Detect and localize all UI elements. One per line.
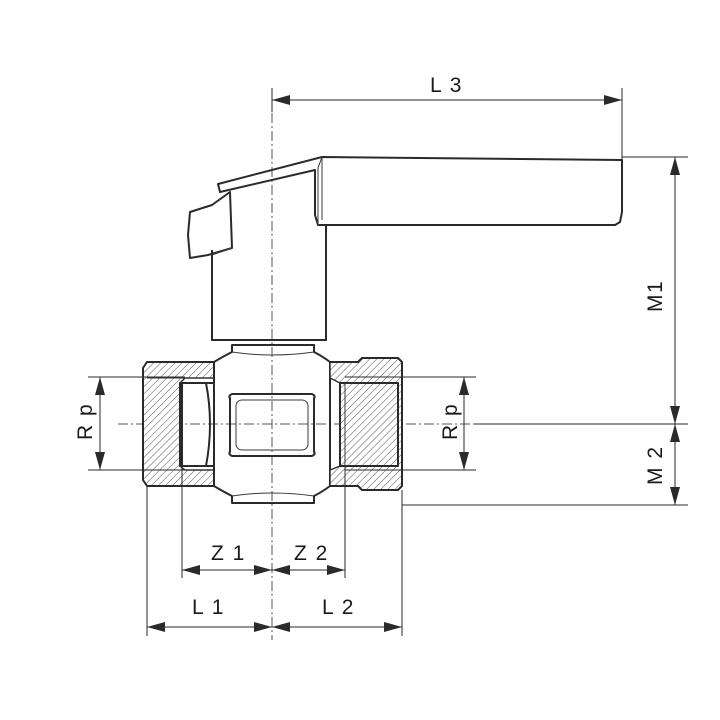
- dimension-l1-l2: L 1 L 2: [146, 486, 403, 636]
- dimension-rp-left: R p: [74, 376, 185, 471]
- dimension-rp-right: R p: [345, 376, 476, 471]
- label-rp-right: R p: [439, 403, 462, 440]
- valve-handle: [187, 156, 623, 341]
- dimension-z1-z2: Z 1 Z 2: [181, 466, 346, 578]
- dimension-l3: L 3: [271, 74, 623, 160]
- label-z1: Z 1: [211, 542, 246, 565]
- valve-body: [142, 344, 403, 504]
- label-l3: L 3: [430, 74, 463, 97]
- label-z2: Z 2: [294, 542, 329, 565]
- label-m2: M 2: [644, 445, 667, 485]
- label-rp-left: R p: [74, 403, 97, 440]
- label-l1: L 1: [192, 596, 225, 619]
- dimension-m1-m2: M1 M 2: [402, 156, 688, 506]
- label-m1: M1: [644, 280, 667, 312]
- label-l2: L 2: [322, 596, 355, 619]
